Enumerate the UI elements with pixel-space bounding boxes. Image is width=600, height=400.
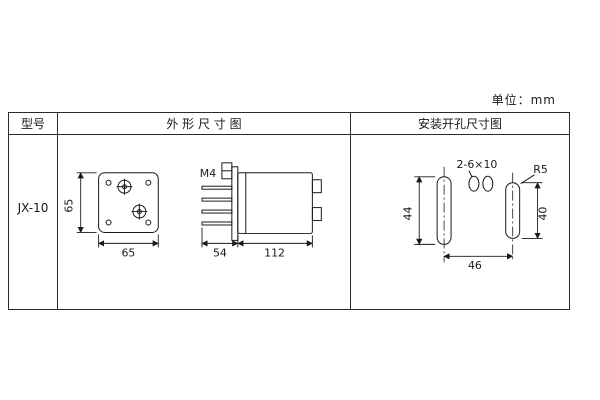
- pin: [201, 197, 233, 202]
- header-model: 型号: [9, 113, 58, 135]
- side-view: M4: [200, 162, 322, 241]
- callout-leaders: [468, 170, 535, 185]
- corner-hole: [145, 179, 152, 186]
- slot-hole: [505, 182, 521, 239]
- model-name: JX-10: [9, 135, 58, 309]
- mounting-holes: [436, 175, 521, 245]
- terminal: [311, 207, 322, 222]
- mounting-drawing-cell: 2-6×10 R5 44 40 46: [351, 135, 569, 309]
- right-height-label: 40: [537, 207, 550, 221]
- front-width-dimension: 65: [97, 234, 159, 259]
- oval-hole: [468, 175, 480, 192]
- corner-hole: [105, 179, 112, 186]
- front-plate-outline: [98, 172, 159, 233]
- pin-length-label: 54: [213, 246, 227, 259]
- stud-hole: [116, 178, 133, 195]
- outline-drawing: 65 65: [63, 162, 322, 259]
- front-height-dimension: 65: [63, 172, 97, 234]
- leader-line: [468, 170, 473, 177]
- unit-label: 单位：mm: [491, 93, 556, 107]
- leader-line: [520, 174, 535, 185]
- pin: [201, 221, 233, 226]
- front-view: [98, 172, 159, 233]
- spacing-label: 46: [468, 259, 482, 272]
- slot-hole: [436, 176, 452, 245]
- header-outline: 外 形 尺 寸 图: [58, 113, 351, 135]
- left-height-dimension: 44: [401, 176, 436, 246]
- right-height-dimension: 40: [521, 182, 550, 240]
- corner-hole: [145, 219, 152, 226]
- front-width-label: 65: [121, 246, 135, 259]
- flange-plate: [231, 166, 239, 241]
- slot-spec-label: 2-6×10: [456, 158, 497, 171]
- terminal: [311, 179, 322, 194]
- spec-table: 型号 外 形 尺 寸 图 安装开孔尺寸图 JX-10: [8, 112, 570, 310]
- pin: [201, 185, 233, 190]
- stud-hole: [131, 203, 148, 220]
- mounting-drawing: 2-6×10 R5 44 40 46: [401, 158, 550, 272]
- radius-label: R5: [533, 163, 548, 176]
- header-mounting: 安装开孔尺寸图: [351, 113, 569, 135]
- side-dimensions: 54 112: [201, 227, 314, 259]
- front-height-label: 65: [63, 199, 76, 213]
- thread-label: M4: [200, 167, 216, 180]
- oval-hole: [482, 175, 494, 192]
- body-length-label: 112: [264, 246, 285, 259]
- spacing-dimension: 46: [443, 253, 514, 272]
- corner-hole: [105, 219, 112, 226]
- left-height-label: 44: [401, 207, 414, 221]
- outline-drawing-cell: 65 65: [58, 135, 351, 309]
- relay-body: [237, 172, 313, 234]
- pin: [201, 209, 233, 214]
